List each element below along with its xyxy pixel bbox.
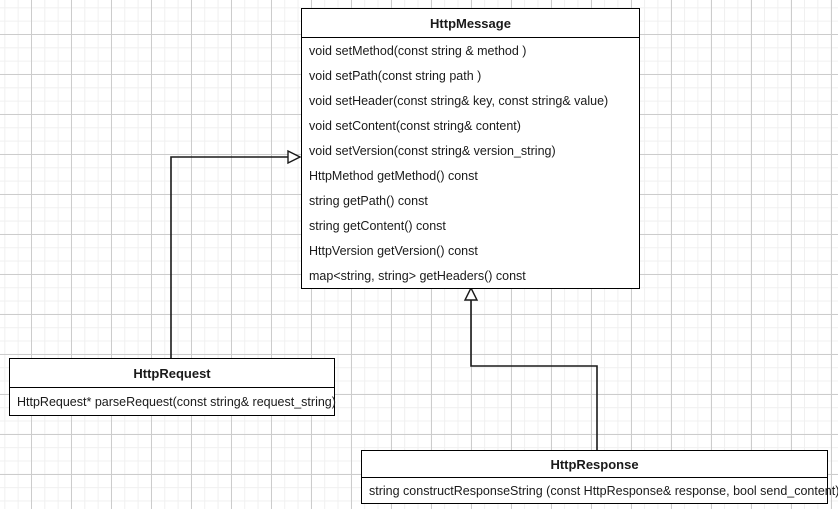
class-member: string constructResponseString (const Ht… <box>369 483 838 498</box>
class-name-httpresponse: HttpResponse <box>362 451 827 478</box>
class-member: string getContent() const <box>309 218 446 233</box>
class-member: void setHeader(const string& key, const … <box>309 93 609 108</box>
class-box-httprequest[interactable]: HttpRequest HttpRequest* parseRequest(co… <box>9 358 336 416</box>
class-box-httpmessage[interactable]: HttpMessage void setMethod(const string … <box>301 8 640 289</box>
class-members-httprequest: HttpRequest* parseRequest(const string& … <box>10 388 336 415</box>
class-member: HttpRequest* parseRequest(const string& … <box>17 394 336 409</box>
class-member: void setVersion(const string& version_st… <box>309 143 556 158</box>
class-member: void setContent(const string& content) <box>309 118 521 133</box>
class-member: void setPath(const string path ) <box>309 68 482 83</box>
class-name-httprequest: HttpRequest <box>10 359 334 388</box>
class-members-httpresponse: string constructResponseString (const Ht… <box>362 478 838 503</box>
hollow-triangle-arrowhead-httprequest <box>287 149 302 165</box>
class-name-httpmessage: HttpMessage <box>302 9 639 38</box>
generalization-httpresponse-to-httpmessage <box>463 286 598 450</box>
class-members-httpmessage: void setMethod(const string & method ) v… <box>302 38 639 288</box>
class-member: HttpMethod getMethod() const <box>309 168 478 183</box>
class-member: void setMethod(const string & method ) <box>309 43 527 58</box>
hollow-triangle-arrowhead-httpresponse <box>463 286 479 301</box>
class-member: HttpVersion getVersion() const <box>309 243 478 258</box>
class-member: map<string, string> getHeaders() const <box>309 268 526 283</box>
class-member: string getPath() const <box>309 193 428 208</box>
connector-line-httprequest <box>170 156 288 358</box>
generalization-httprequest-to-httpmessage <box>170 149 302 358</box>
connector-line-httpresponse <box>470 300 598 450</box>
class-box-httpresponse[interactable]: HttpResponse string constructResponseStr… <box>361 450 838 504</box>
